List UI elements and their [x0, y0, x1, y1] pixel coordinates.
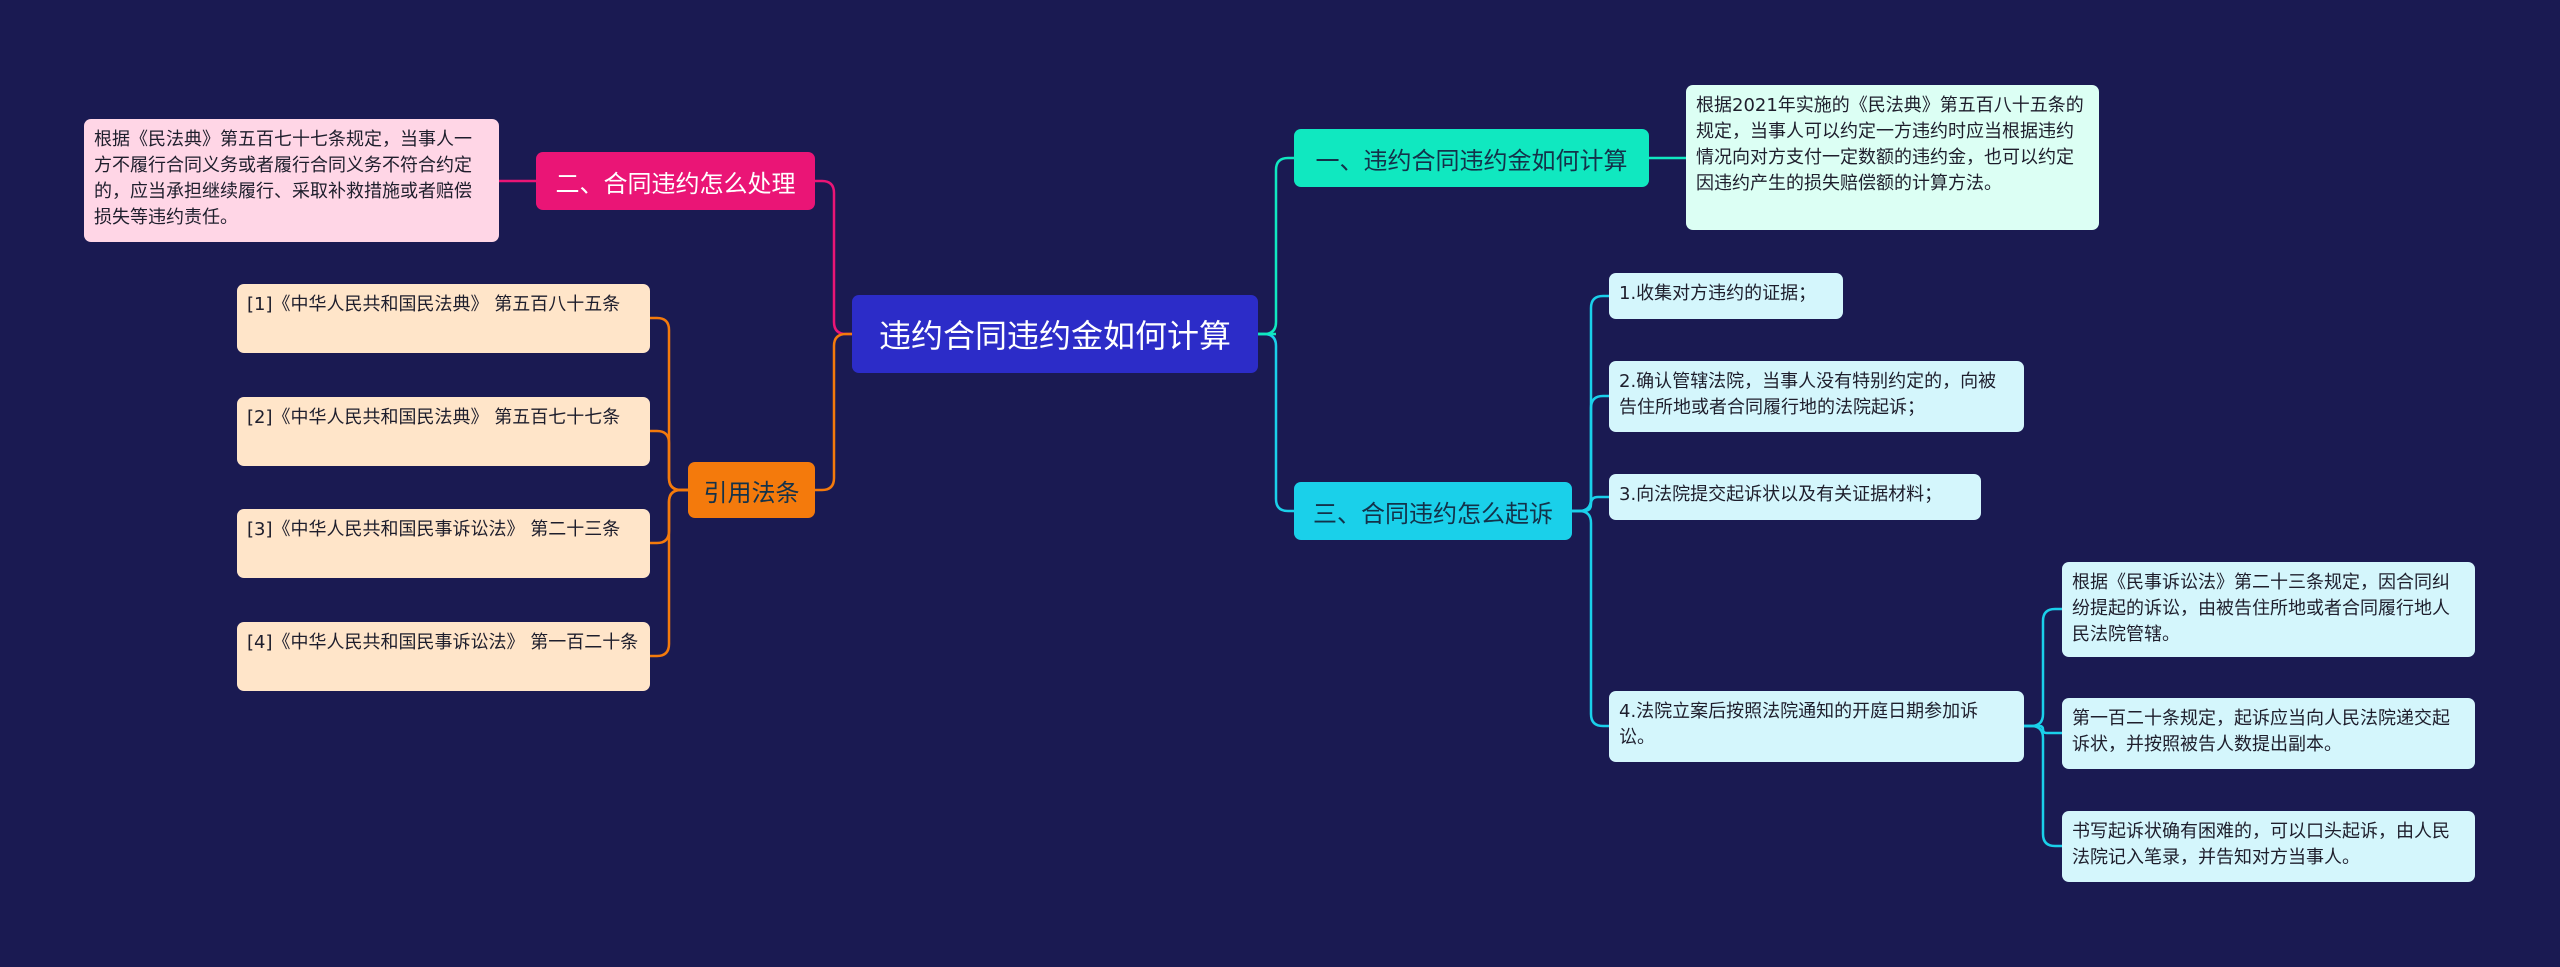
connector-line-4 — [815, 179, 852, 336]
law-item-1[interactable]: [1]《中华人民共和国民法典》 第五百八十五条 — [237, 284, 650, 353]
sue-step-2-text: 2.确认管辖法院，当事人没有特别约定的，向被告住所地或者合同履行地的法院起诉； — [1619, 371, 1997, 418]
sue-step-3-text: 3.向法院提交起诉状以及有关证据材料； — [1619, 484, 1943, 505]
sue-step-4-detail-2-text: 第一百二十条规定，起诉应当向人民法院递交起诉状，并按照被告人数提出副本。 — [2072, 708, 2450, 755]
sue-step-4-detail-3-text: 书写起诉状确有困难的，可以口头起诉，由人民法院记入笔录，并告知对方当事人。 — [2072, 821, 2450, 868]
branch-sue[interactable]: 三、合同违约怎么起诉 — [1294, 482, 1572, 540]
sue-step-3[interactable]: 3.向法院提交起诉状以及有关证据材料； — [1609, 474, 1981, 520]
branch-handle-label: 二、合同违约怎么处理 — [555, 169, 796, 198]
connector-line-18 — [650, 488, 688, 658]
branch-handle[interactable]: 二、合同违约怎么处理 — [536, 152, 815, 210]
connector-line-10 — [1572, 495, 1609, 513]
law-item-2-text: [2]《中华人民共和国民法典》 第五百七十七条 — [247, 407, 621, 428]
handle-detail-text: 根据《民法典》第五百七十七条规定，当事人一方不履行合同义务或者履行合同义务不符合… — [94, 129, 472, 228]
law-item-2[interactable]: [2]《中华人民共和国民法典》 第五百七十七条 — [237, 397, 650, 466]
connector-line-1 — [1258, 156, 1294, 336]
sue-step-4-detail-1-text: 根据《民事诉讼法》第二十三条规定，因合同纠纷提起的诉讼，由被告住所地或者合同履行… — [2072, 572, 2450, 645]
law-item-3-text: [3]《中华人民共和国民事诉讼法》 第二十三条 — [247, 519, 621, 540]
connector-line-2 — [1258, 332, 1294, 513]
branch-calc[interactable]: 一、违约合同违约金如何计算 — [1294, 129, 1649, 187]
law-item-4[interactable]: [4]《中华人民共和国民事诉讼法》 第一百二十条 — [237, 622, 650, 691]
sue-step-4-text: 4.法院立案后按照法院通知的开庭日期参加诉讼。 — [1619, 701, 1979, 748]
sue-step-1-text: 1.收集对方违约的证据； — [1619, 283, 1817, 304]
sue-step-4-detail-1[interactable]: 根据《民事诉讼法》第二十三条规定，因合同纠纷提起的诉讼，由被告住所地或者合同履行… — [2062, 562, 2475, 657]
branch-sue-label: 三、合同违约怎么起诉 — [1313, 499, 1553, 528]
connector-line-13 — [2024, 724, 2062, 735]
law-item-1-text: [1]《中华人民共和国民法典》 第五百八十五条 — [247, 294, 621, 315]
connector-line-9 — [1572, 394, 1609, 513]
handle-detail-note[interactable]: 根据《民法典》第五百七十七条规定，当事人一方不履行合同义务或者履行合同义务不符合… — [84, 119, 499, 242]
branch-calc-label: 一、违约合同违约金如何计算 — [1315, 146, 1628, 175]
branch-law-label: 引用法条 — [703, 478, 800, 507]
sue-step-4-detail-3[interactable]: 书写起诉状确有困难的，可以口头起诉，由人民法院记入笔录，并告知对方当事人。 — [2062, 811, 2475, 882]
connector-line-5 — [815, 332, 852, 492]
sue-step-4-detail-2[interactable]: 第一百二十条规定，起诉应当向人民法院递交起诉状，并按照被告人数提出副本。 — [2062, 698, 2475, 769]
root-topic[interactable]: 违约合同违约金如何计算 — [852, 295, 1258, 373]
connector-line-12 — [2024, 607, 2062, 728]
calc-detail-note[interactable]: 根据2021年实施的《民法典》第五百八十五条的规定，当事人可以约定一方违约时应当… — [1686, 85, 2099, 230]
connector-line-16 — [650, 429, 688, 492]
law-item-4-text: [4]《中华人民共和国民事诉讼法》 第一百二十条 — [247, 632, 639, 653]
sue-step-2[interactable]: 2.确认管辖法院，当事人没有特别约定的，向被告住所地或者合同履行地的法院起诉； — [1609, 361, 2024, 432]
connector-line-11 — [1572, 509, 1609, 728]
calc-detail-text: 根据2021年实施的《民法典》第五百八十五条的规定，当事人可以约定一方违约时应当… — [1696, 95, 2084, 194]
branch-law[interactable]: 引用法条 — [688, 462, 815, 518]
sue-step-1[interactable]: 1.收集对方违约的证据； — [1609, 273, 1843, 319]
law-item-3[interactable]: [3]《中华人民共和国民事诉讼法》 第二十三条 — [237, 509, 650, 578]
root-topic-label: 违约合同违约金如何计算 — [878, 317, 1231, 355]
sue-step-4[interactable]: 4.法院立案后按照法院通知的开庭日期参加诉讼。 — [1609, 691, 2024, 762]
connector-line-14 — [2024, 724, 2062, 848]
